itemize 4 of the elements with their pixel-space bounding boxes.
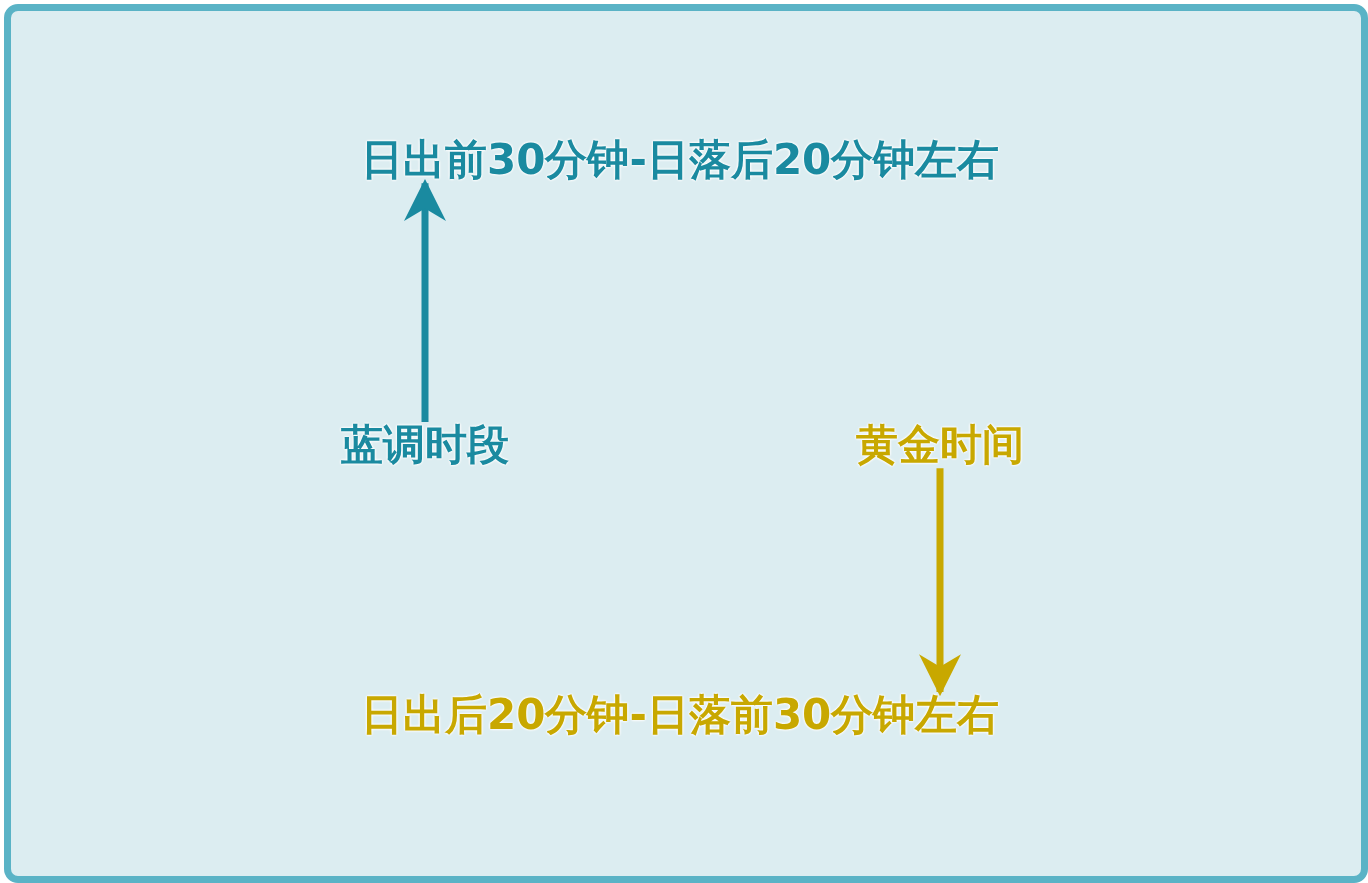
time-range-text: 日出前30分钟-日落后20分钟左右 (361, 137, 1000, 184)
time-range-text: 日出后20分钟-日落前30分钟左右 (361, 692, 1000, 739)
period-label: 黄金时间 (856, 422, 1024, 469)
period-label: 蓝调时段 (341, 422, 509, 469)
